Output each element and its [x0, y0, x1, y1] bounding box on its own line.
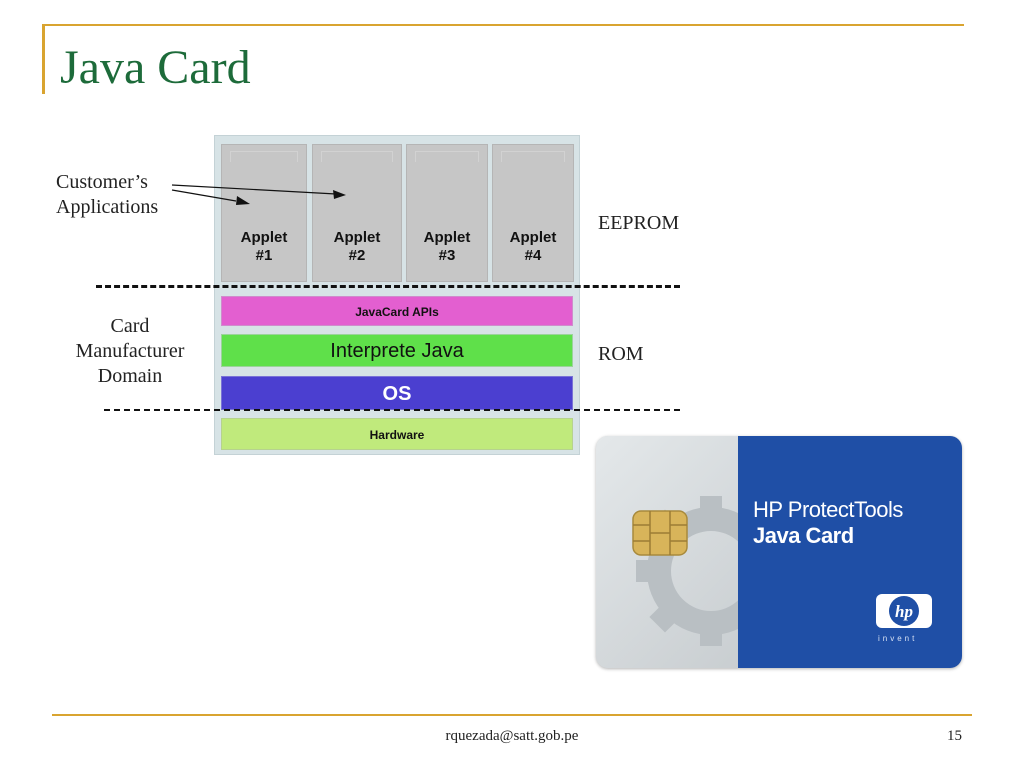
applet-1-label: Applet #1: [222, 229, 306, 265]
eeprom-rom-divider: [96, 285, 680, 288]
applet-2: Applet #2: [312, 144, 402, 282]
hp-logo-icon: hp: [876, 594, 932, 628]
footer-email: rquezada@satt.gob.pe: [445, 728, 579, 744]
applet-4: Applet #4: [492, 144, 574, 282]
rom-hardware-divider: [104, 409, 680, 411]
card-label-line1: Card: [110, 315, 150, 337]
applet-tab: [321, 151, 393, 162]
java-card-stack-diagram: Applet #1 Applet #2 Applet #3 Applet #4 …: [214, 135, 580, 455]
applet-2-label: Applet #2: [313, 229, 401, 265]
hardware-layer: Hardware: [221, 418, 573, 450]
applet-3-name: Applet: [423, 229, 471, 246]
title-frame-top-line: [42, 24, 964, 26]
applet-tab: [415, 151, 479, 162]
applet-tab: [230, 151, 298, 162]
card-label-line2: Manufacturer: [75, 340, 185, 362]
os-layer: OS: [221, 376, 573, 410]
card-blue-panel: [738, 436, 962, 668]
eeprom-label: EEPROM: [598, 212, 680, 234]
customers-label-line1: Customer’s: [56, 171, 148, 193]
title-frame-left-line: [42, 24, 45, 94]
card-label-line3: Domain: [97, 365, 163, 387]
customers-applications-label: Customer’s Applications: [56, 170, 158, 220]
applet-1: Applet #1: [221, 144, 307, 282]
rom-label: ROM: [598, 343, 644, 365]
hp-logo-text: hp: [895, 602, 913, 621]
applet-tab: [501, 151, 565, 162]
applet-3-label: Applet #3: [407, 229, 487, 265]
javacard-apis-layer: JavaCard APIs: [221, 296, 573, 326]
applet-3-number: #3: [438, 247, 456, 264]
card-title-line1: HP ProtectTools: [753, 497, 903, 522]
card-manufacturer-domain-label: Card Manufacturer Domain: [60, 314, 200, 389]
applet-3: Applet #3: [406, 144, 488, 282]
applet-4-name: Applet: [509, 229, 557, 246]
applet-2-number: #2: [348, 247, 366, 264]
applet-2-name: Applet: [333, 229, 381, 246]
smart-card-chip-icon: [632, 510, 688, 556]
footer-divider: [52, 714, 972, 716]
applet-4-label: Applet #4: [493, 229, 573, 265]
applet-1-number: #1: [255, 247, 273, 264]
applet-4-number: #4: [524, 247, 542, 264]
card-title-line2: Java Card: [753, 523, 854, 548]
applet-1-name: Applet: [240, 229, 288, 246]
page-number: 15: [947, 728, 962, 744]
java-interpreter-layer: Interprete Java: [221, 334, 573, 367]
slide-title: Java Card: [60, 41, 251, 94]
hp-invent-tagline: invent: [878, 634, 918, 643]
hp-java-card-image: HP ProtectTools Java Card hp invent: [596, 436, 962, 668]
customers-label-line2: Applications: [56, 196, 159, 218]
